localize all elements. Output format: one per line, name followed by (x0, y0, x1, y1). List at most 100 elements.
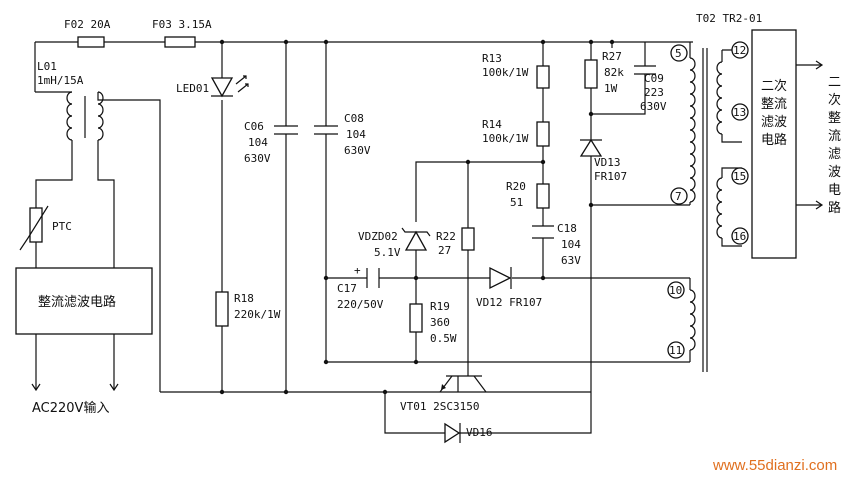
label-r27-value: 82k (604, 66, 624, 79)
label-r22-value: 27 (438, 244, 451, 257)
pin-numbers: 5 7 10 11 12 13 15 16 (669, 44, 746, 357)
label-c18-value: 104 (561, 238, 581, 251)
svg-text:滤: 滤 (828, 147, 841, 162)
label-r14-name: R14 (482, 118, 502, 131)
capacitor-c17: + (354, 264, 380, 288)
output-label: 二 次 整 流 滤 波 电 路 (828, 75, 841, 216)
resistor-r13 (536, 65, 550, 89)
label-c09-value: 223 (644, 86, 664, 99)
svg-text:电: 电 (828, 183, 841, 198)
pin-7 (670, 187, 688, 205)
label-r18-name: R18 (234, 292, 254, 305)
input-label: AC220V输入 (32, 400, 109, 416)
resistor-r19 (409, 303, 423, 333)
label-c18-name: C18 (557, 222, 577, 235)
pin-number-7: 7 (675, 190, 682, 203)
label-r20-value: 51 (510, 196, 523, 209)
svg-text:二次: 二次 (761, 78, 787, 94)
resistor-r14 (536, 121, 550, 147)
capacitor-c09 (634, 65, 656, 75)
pin-10 (667, 281, 685, 299)
svg-text:次: 次 (828, 92, 841, 108)
transistor-vt01 (439, 375, 487, 393)
ptc-thermistor (19, 205, 49, 251)
label-c06-name: C06 (244, 120, 264, 133)
label-r13-value: 100k/1W (482, 66, 529, 79)
pin-11 (667, 341, 685, 359)
fuse-f03 (164, 36, 196, 48)
svg-text:二: 二 (828, 75, 841, 90)
svg-text:流: 流 (828, 129, 841, 144)
label-vd13-part: FR107 (594, 170, 627, 183)
label-vd16: VD16 (466, 426, 493, 439)
output-arrows (796, 60, 824, 210)
label-c09-volt: 630V (640, 100, 667, 113)
svg-text:整: 整 (828, 111, 841, 126)
svg-text:波: 波 (828, 165, 841, 180)
transformer-t02 (689, 42, 742, 372)
pin-number-16: 16 (733, 230, 746, 243)
pin-number-15: 15 (733, 170, 746, 183)
label-l01-name: L01 (37, 60, 57, 73)
label-vd13-name: VD13 (594, 156, 621, 169)
fuse-f02 (77, 36, 105, 48)
resistor-r22 (461, 227, 475, 251)
label-r19-name: R19 (430, 300, 450, 313)
label-ptc: PTC (52, 220, 72, 233)
pin-16 (731, 227, 749, 245)
label-r20-name: R20 (506, 180, 526, 193)
label-r13-name: R13 (482, 52, 502, 65)
label-l01-value: 1mH/15A (37, 74, 84, 87)
svg-text:整流: 整流 (761, 97, 787, 112)
label-vdzd02-value: 5.1V (374, 246, 401, 259)
pin-number-11: 11 (669, 344, 682, 357)
label-transformer: T02 TR2-01 (696, 12, 762, 25)
watermark: www.55dianzi.com (712, 457, 837, 474)
label-r19-value: 360 (430, 316, 450, 329)
pin-5 (670, 44, 688, 62)
labels: F02 20A F03 3.15A T02 TR2-01 L01 1mH/15A… (37, 12, 762, 439)
capacitor-c06 (274, 125, 298, 135)
rectifier-box-text: 整流滤波电路 (38, 294, 116, 310)
pin-number-13: 13 (733, 106, 746, 119)
label-vdzd02-name: VDZD02 (358, 230, 398, 243)
label-c06-volt: 630V (244, 152, 271, 165)
label-c08-name: C08 (344, 112, 364, 125)
diode-vd12 (489, 266, 512, 290)
label-c09-name: C09 (644, 72, 664, 85)
label-c06-value: 104 (248, 136, 268, 149)
label-r27-power: 1W (604, 82, 618, 95)
label-c08-value: 104 (346, 128, 366, 141)
led-led01 (210, 75, 249, 98)
zener-vdzd02 (401, 227, 431, 251)
pin-number-10: 10 (669, 284, 682, 297)
inductor-l01 (35, 91, 104, 141)
label-c17-value: 220/50V (337, 298, 384, 311)
secondary-box-text: 二次 整流 滤波 电路 (761, 78, 787, 148)
svg-text:+: + (354, 264, 361, 277)
resistor-r27 (584, 59, 598, 89)
diode-vd16 (444, 422, 461, 444)
label-r18-value: 220k/1W (234, 308, 281, 321)
resistor-r18 (215, 291, 229, 327)
label-r14-value: 100k/1W (482, 132, 529, 145)
label-c18-volt: 63V (561, 254, 581, 267)
label-r19-power: 0.5W (430, 332, 457, 345)
label-c17-name: C17 (337, 282, 357, 295)
label-vd12: VD12 FR107 (476, 296, 542, 309)
label-f02: F02 20A (64, 18, 111, 31)
capacitor-c18 (532, 225, 554, 239)
label-led01: LED01 (176, 82, 209, 95)
pin-13 (731, 103, 749, 121)
capacitor-c08 (314, 125, 338, 135)
rectifier-filter-box (15, 267, 153, 335)
pin-15 (731, 167, 749, 185)
resistor-r20 (536, 183, 550, 209)
diode-vd13 (579, 138, 603, 157)
label-c08-volt: 630V (344, 144, 371, 157)
secondary-rectifier-box (751, 29, 797, 259)
pin-12 (731, 41, 749, 59)
junction-dots (219, 39, 615, 395)
label-r27-name: R27 (602, 50, 622, 63)
